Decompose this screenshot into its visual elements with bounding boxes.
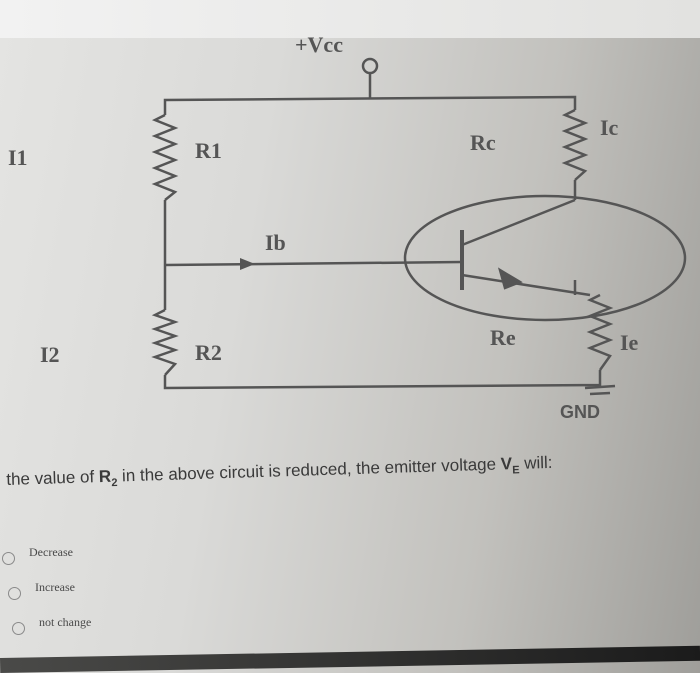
vcc-terminal — [361, 57, 379, 75]
option-not-change[interactable]: not change — [12, 610, 91, 635]
i1-label: I1 — [8, 145, 28, 170]
rc-label: Rc — [470, 130, 496, 155]
ie-label: Ie — [620, 330, 639, 355]
r2-label: R2 — [195, 340, 222, 365]
ib-label: Ib — [265, 230, 286, 255]
ib-arrow — [240, 258, 255, 270]
question-text: the value of R2 in the above circuit is … — [6, 452, 553, 490]
circuit-diagram: +Vcc I1 R1 Rc Ic Ib R2 Re Ie I2 GND — [8, 32, 687, 422]
option-decrease[interactable]: Decrease — [2, 540, 73, 565]
option-increase[interactable]: Increase — [8, 575, 75, 600]
r2-resistor — [151, 308, 179, 376]
re-label: Re — [490, 325, 516, 350]
radio-button[interactable] — [8, 587, 21, 600]
screen-bottom-edge — [0, 645, 700, 673]
r1-resistor — [151, 113, 179, 201]
rc-resistor — [561, 108, 589, 181]
r1-label: R1 — [195, 138, 222, 163]
ic-label: Ic — [600, 115, 619, 140]
re-resistor — [586, 293, 614, 371]
radio-button[interactable] — [12, 622, 25, 635]
screen-top-band — [0, 0, 700, 38]
ground-symbol — [584, 384, 616, 390]
gnd-label: GND — [560, 402, 600, 422]
radio-button[interactable] — [2, 552, 15, 565]
transistor — [403, 194, 687, 322]
wires — [163, 72, 602, 390]
i2-label: I2 — [40, 342, 60, 367]
vcc-label: +Vcc — [295, 32, 343, 57]
